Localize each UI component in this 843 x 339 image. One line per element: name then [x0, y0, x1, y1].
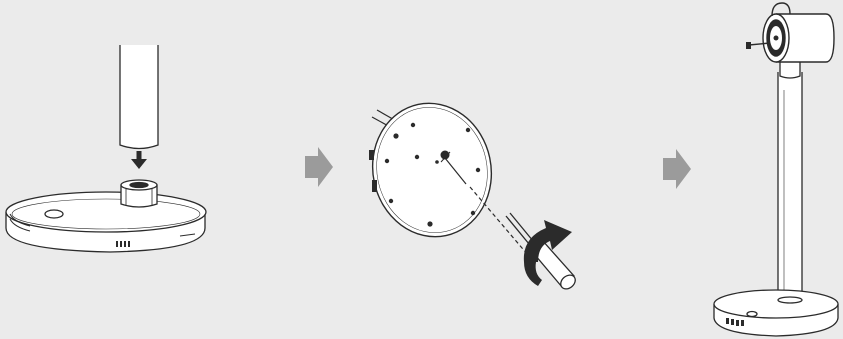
pole: [120, 45, 158, 149]
right-arrow-icon: [663, 149, 691, 189]
fan-pole: [778, 72, 802, 300]
step-1-pole-into-base: [6, 45, 206, 252]
right-arrow-icon: [305, 147, 333, 187]
down-arrow-icon: [131, 151, 147, 169]
step-2-fasten-screw: [360, 92, 578, 292]
fan-head: [763, 3, 834, 62]
step-3-assembled-fan: [714, 3, 838, 336]
socket-collar: [121, 180, 157, 207]
base-disc: [6, 192, 206, 252]
fan-base: [714, 290, 838, 336]
screwdriver-icon: [506, 213, 578, 292]
